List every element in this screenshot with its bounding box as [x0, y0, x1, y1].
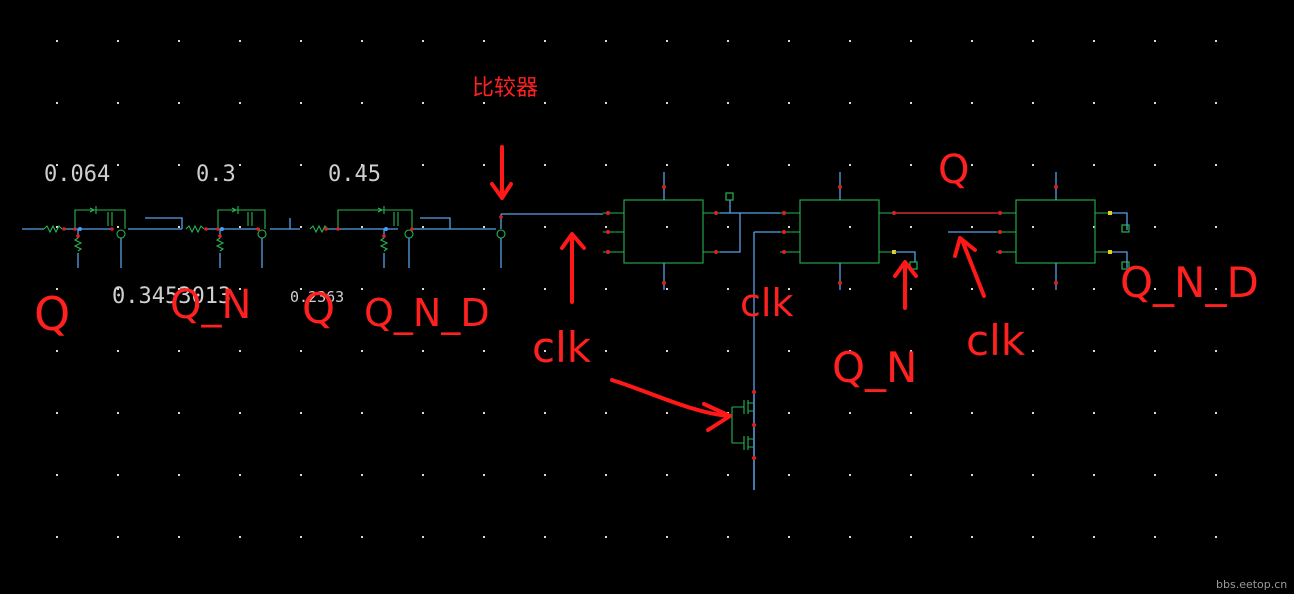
annotation-arrows [490, 145, 986, 432]
handwritten-q-2: Q [302, 284, 335, 333]
handwritten-q-n-2: Q_N [832, 343, 917, 392]
grid-dots [56, 40, 1217, 538]
watermark: bbs.eetop.cn [1216, 578, 1287, 591]
handwritten-q-n-1: Q_N [170, 282, 251, 328]
clock-transistors[interactable] [731, 390, 756, 490]
arrow-up-clk-1 [560, 232, 586, 304]
handwritten-q-3: Q [938, 147, 969, 193]
input-chain [22, 206, 506, 268]
handwritten-clk-1: clk [532, 323, 592, 372]
arrow-clk-to-transistor [610, 378, 732, 432]
arrow-up-q-n [893, 260, 918, 310]
value-label-1: 0.064 [44, 162, 110, 187]
handwritten-q-n-d-2: Q_N_D [1120, 258, 1259, 307]
flip-flop-2[interactable] [780, 172, 896, 290]
value-label-4: 0.3453013 [112, 284, 231, 309]
port-markers [725, 192, 1130, 270]
handwritten-q-n-d-1: Q_N_D [364, 291, 490, 335]
handwritten-clk-2: clk [740, 281, 793, 325]
handwritten-clk-3: clk [966, 316, 1026, 365]
value-label-5: 0.2363 [290, 288, 344, 306]
flip-flop-1[interactable] [603, 172, 720, 290]
value-label-3: 0.45 [328, 162, 381, 187]
interconnect-wires [501, 200, 1128, 490]
comparator-label: 比较器 [472, 76, 538, 101]
value-label-2: 0.3 [196, 162, 236, 187]
handwritten-q-1: Q [34, 287, 70, 341]
flip-flop-3[interactable] [996, 172, 1112, 290]
arrow-down-comparator [490, 145, 513, 200]
arrow-up-clk-3 [953, 236, 986, 298]
